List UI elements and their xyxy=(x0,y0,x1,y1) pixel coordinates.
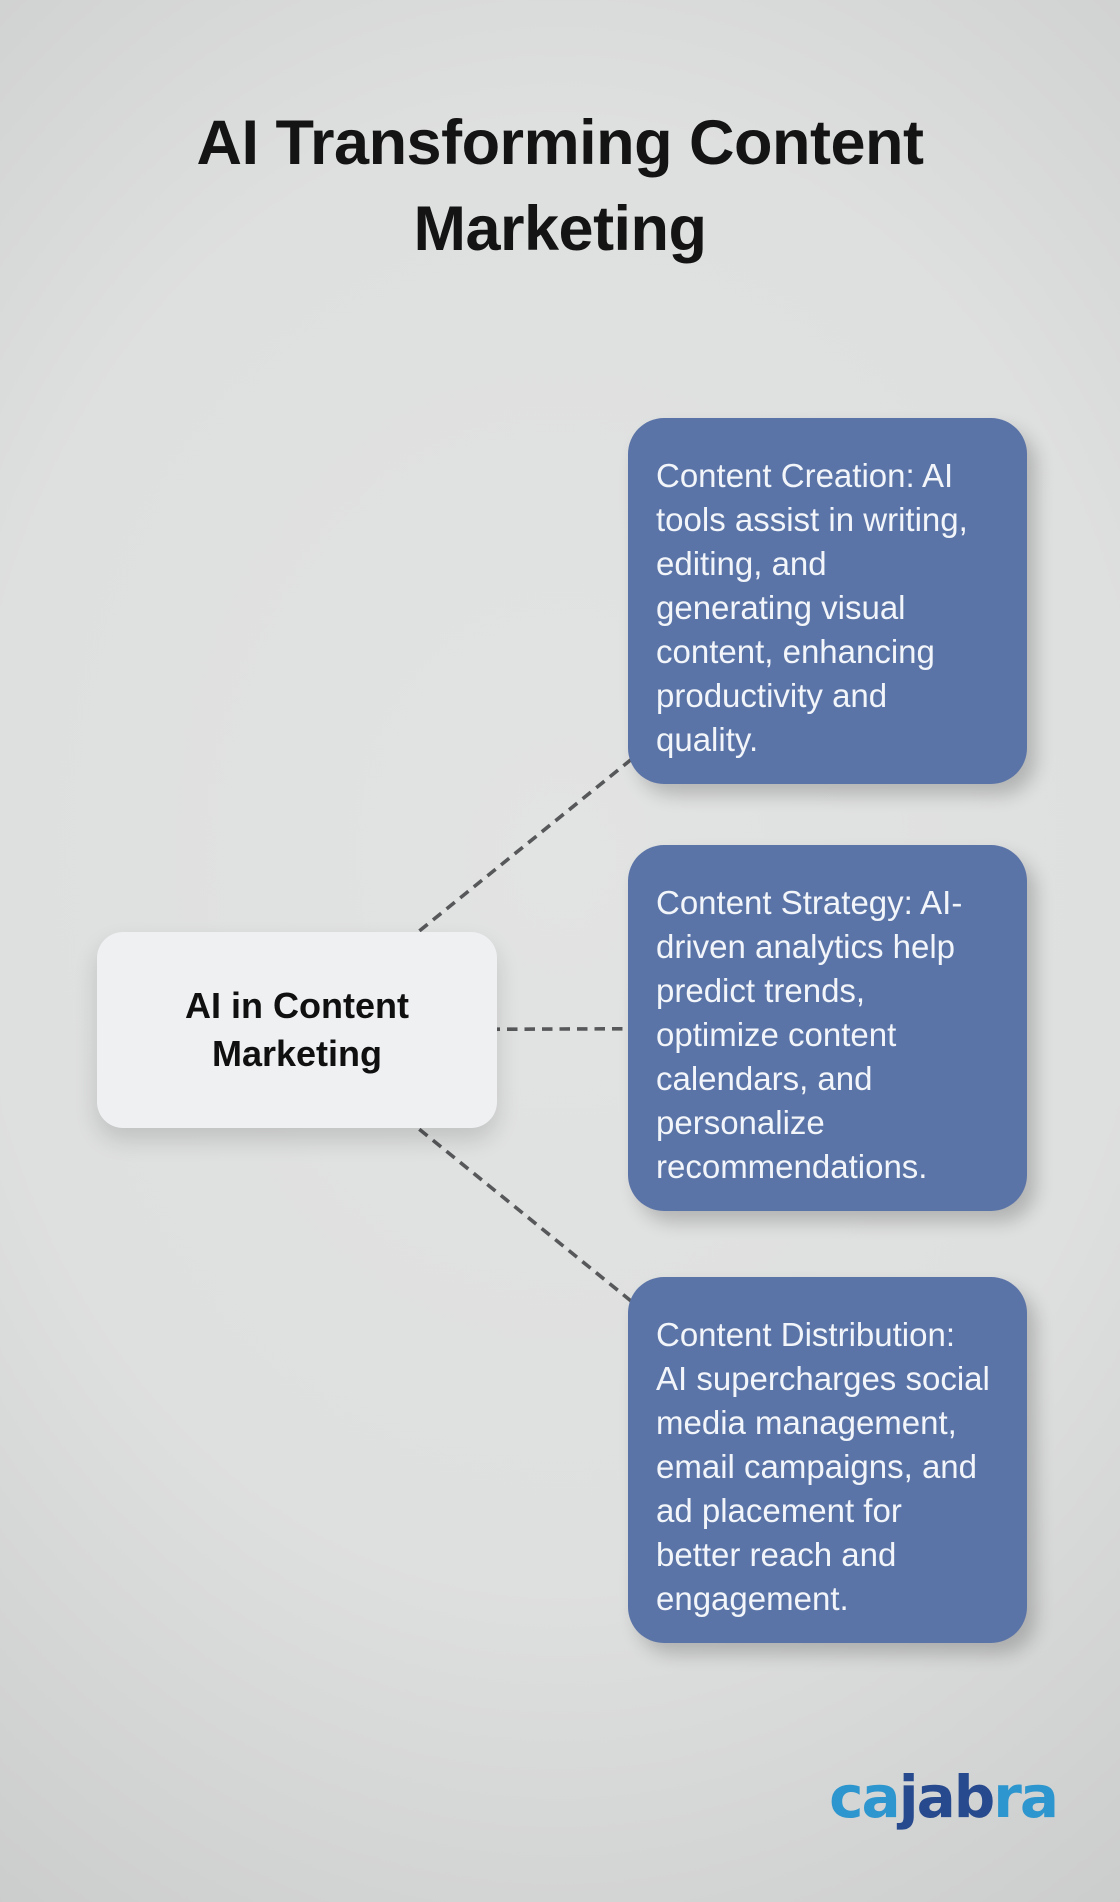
logo-segment: ra xyxy=(993,1763,1059,1831)
text-line: predict trends, xyxy=(656,972,866,1009)
text-line: AI supercharges social xyxy=(656,1360,990,1397)
text-line: Content Creation: AI xyxy=(656,457,954,494)
text-line: productivity and xyxy=(656,677,888,714)
text-line: content, enhancing xyxy=(656,633,935,670)
text-line: quality. xyxy=(656,721,759,758)
logo-segment: ca xyxy=(829,1763,901,1831)
text-line: Marketing xyxy=(211,1033,383,1074)
text-line: email campaigns, and xyxy=(656,1448,978,1485)
text-line: driven analytics help xyxy=(656,928,955,965)
logo-segment: jab xyxy=(898,1763,996,1831)
text-line: AI in Content xyxy=(185,985,409,1026)
text-line: Content Strategy: AI- xyxy=(656,884,963,921)
text-line: better reach and xyxy=(656,1536,897,1573)
text-line: engagement. xyxy=(656,1580,849,1617)
branch-box-content-distribution: Content Distribution: AI supercharges soc… xyxy=(628,1277,1027,1643)
cajabra-logo: cajabra xyxy=(829,1768,1059,1826)
branch-box-content-strategy: Content Strategy: AI-driven analytics he… xyxy=(628,845,1027,1211)
text-line: media management, xyxy=(656,1404,957,1441)
text-line: Content Distribution: xyxy=(656,1316,955,1353)
text-line: calendars, and xyxy=(656,1060,873,1097)
text-line: editing, and xyxy=(656,545,827,582)
text-line: tools assist in writing, xyxy=(656,501,968,538)
text-line: Marketing xyxy=(413,194,707,264)
text-line: optimize content xyxy=(656,1016,897,1053)
text-line: ad placement for xyxy=(656,1492,902,1529)
text-line: generating visual xyxy=(656,589,906,626)
text-line: recommendations. xyxy=(656,1148,928,1185)
branch-box-content-creation: Content Creation: AI tools assist in writ… xyxy=(628,418,1027,784)
text-line: personalize xyxy=(656,1104,825,1141)
text-line: AI Transforming Content xyxy=(196,108,925,178)
